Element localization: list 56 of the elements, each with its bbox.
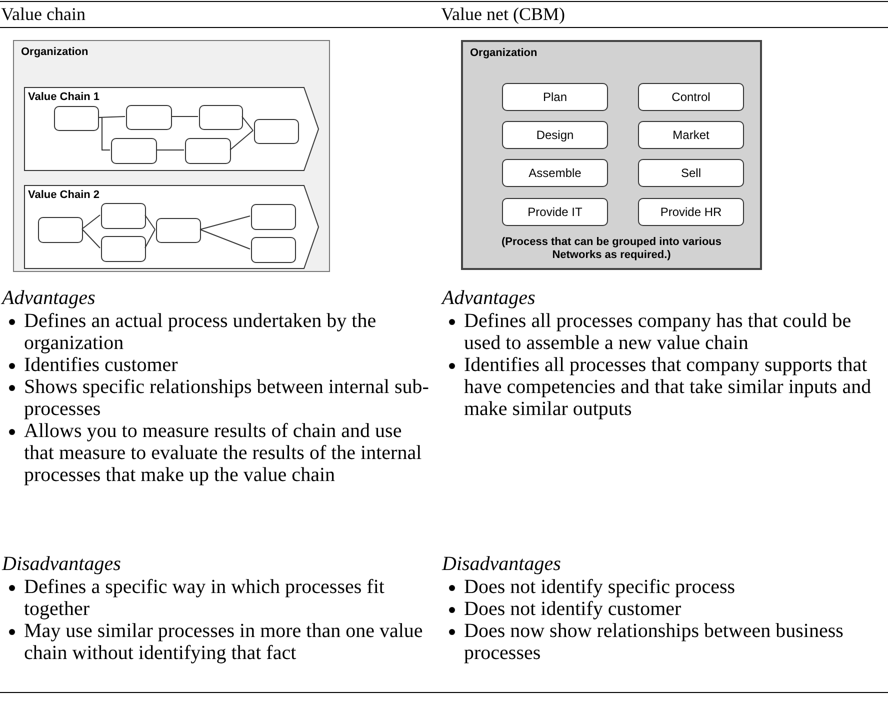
organization-panel bbox=[13, 40, 330, 272]
column-header: Value chain bbox=[1, 4, 86, 25]
bullet-text: Defines a specific way in which processes fit together bbox=[24, 576, 386, 620]
process-box bbox=[254, 119, 299, 144]
connector-line bbox=[170, 116, 198, 117]
process-box: Market bbox=[638, 121, 744, 149]
connector-line bbox=[82, 228, 100, 248]
process-box bbox=[101, 203, 146, 229]
connector-line bbox=[144, 214, 156, 230]
chain-title: Value Chain 1 bbox=[28, 90, 100, 105]
process-box bbox=[199, 105, 243, 130]
process-box: Provide IT bbox=[502, 198, 608, 226]
value-chain-chevron bbox=[24, 185, 319, 269]
section-heading: Disadvantages bbox=[0, 552, 122, 576]
process-box bbox=[38, 217, 83, 243]
process-box: Design bbox=[502, 121, 608, 149]
process-box: Control bbox=[638, 83, 744, 111]
process-box bbox=[156, 218, 201, 243]
process-box bbox=[111, 138, 157, 164]
process-box bbox=[185, 138, 231, 164]
bullet-text: Does now show relationships between business processes bbox=[464, 620, 844, 664]
connector-line bbox=[230, 130, 254, 150]
process-box: Sell bbox=[638, 159, 744, 187]
bullet-text: Defines all processes company has that could be used to assemble a new value chain bbox=[464, 310, 852, 354]
section-heading: Advantages bbox=[0, 286, 96, 310]
process-box: Provide HR bbox=[638, 198, 744, 226]
bullet-text: Allows you to measure results of chain and use that measure to evaluate the results of the internal processes that make up the value chain bbox=[24, 420, 423, 486]
process-box: Plan bbox=[502, 83, 608, 111]
connector-line bbox=[82, 214, 100, 230]
connector-line bbox=[200, 216, 250, 230]
column-header: Value net (CBM) bbox=[441, 4, 565, 25]
bullet-text: Does not identify customer bbox=[464, 598, 682, 620]
bullet-text: May use similar processes in more than one value chain without identifying that fact bbox=[24, 620, 424, 664]
bullet-text: Identifies customer bbox=[24, 354, 178, 376]
process-box: Assemble bbox=[502, 159, 608, 187]
process-box bbox=[54, 106, 99, 131]
panel-note: (Process that can be grouped into various Networks as required.) bbox=[500, 236, 723, 262]
connector-line bbox=[200, 229, 250, 250]
process-box bbox=[126, 105, 172, 130]
bullet-text: Defines an actual process undertaken by the organization bbox=[24, 310, 378, 354]
section-heading: Disadvantages bbox=[440, 552, 562, 576]
process-box bbox=[251, 204, 296, 230]
process-box bbox=[101, 236, 146, 262]
panel-title: Organization bbox=[21, 45, 88, 60]
value-chain-chevron bbox=[24, 87, 319, 171]
connector-line bbox=[98, 117, 110, 150]
process-box bbox=[251, 237, 296, 263]
organization-panel bbox=[461, 40, 762, 270]
section-heading: Advantages bbox=[440, 286, 536, 310]
connector-line bbox=[144, 229, 156, 248]
panel-title: Organization bbox=[470, 46, 538, 61]
bullet-text: Shows specific relationships between internal sub-processes bbox=[24, 376, 430, 420]
bullet-text: Identifies all processes that company supports that have competencies and that take similar inputs and make similar outputs bbox=[464, 354, 872, 420]
chain-title: Value Chain 2 bbox=[28, 188, 100, 203]
bullet-text: Does not identify specific process bbox=[464, 576, 736, 598]
connector-line bbox=[242, 116, 254, 131]
